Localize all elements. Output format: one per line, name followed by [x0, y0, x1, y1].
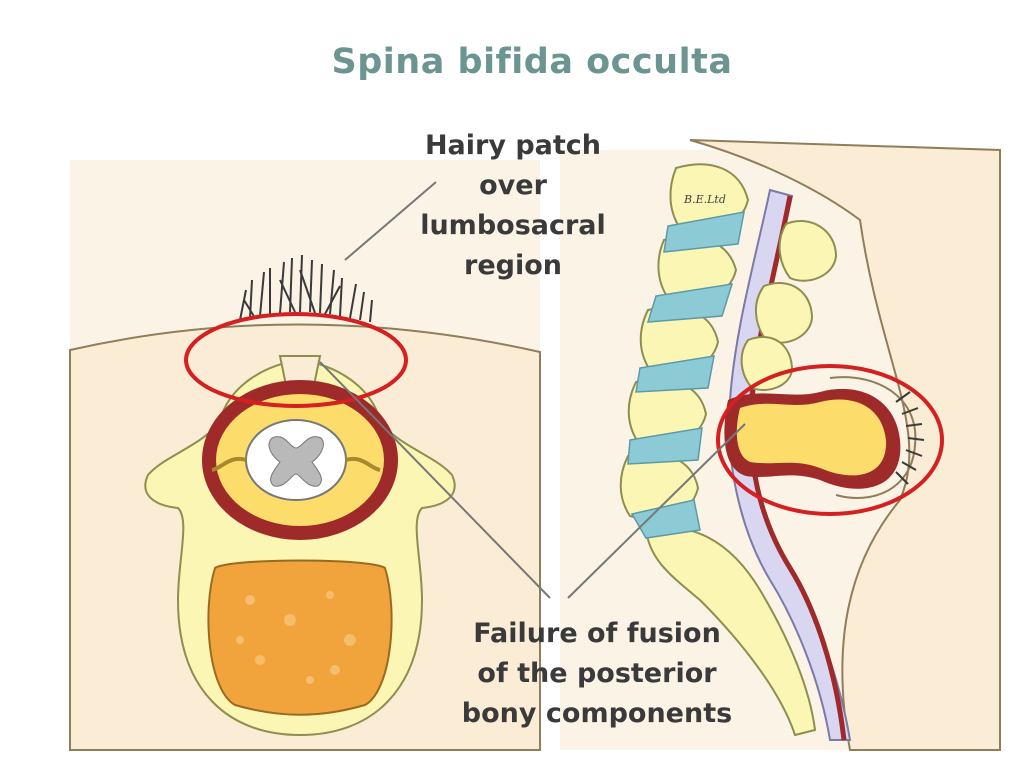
hairy-patch-label: Hairy patch over lumbosacral region [388, 126, 638, 286]
protruding-sac-inner [736, 399, 887, 476]
hair-strands [239, 254, 373, 323]
posterior-elements [740, 219, 838, 391]
highlight-ring-right [716, 364, 944, 516]
leader-line-failure-right [567, 423, 746, 599]
vertebral-body [207, 559, 393, 716]
hairy-patch-line: region [464, 250, 562, 281]
cross-section-view [69, 254, 541, 751]
vertebral-body-texture [236, 591, 356, 684]
highlight-ring-left [184, 312, 408, 408]
failure-of-fusion-line: Failure of fusion [473, 618, 721, 649]
hairy-patch-line: Hairy patch [424, 130, 602, 161]
intervertebral-discs [627, 211, 745, 539]
hair-strands-right [895, 391, 925, 485]
grey-matter [268, 436, 324, 487]
failure-of-fusion-label: Failure of fusion of the posterior bony … [432, 614, 762, 734]
credit-text: B.E.Ltd [684, 193, 726, 206]
failure-of-fusion-line: bony components [461, 698, 733, 729]
sac-skin-cover [829, 376, 917, 499]
nerve-root-left [211, 456, 247, 472]
hairy-patch-line: lumbosacral [420, 210, 606, 241]
page-title: Spina bifida occulta [331, 42, 733, 82]
failure-of-fusion-line: of the posterior [477, 658, 717, 689]
sagittal-view [619, 139, 1001, 751]
leader-line-failure-left [319, 361, 551, 599]
hairy-patch-line: over [479, 170, 547, 201]
nerve-root-right [345, 456, 381, 472]
leader-line-hairy-patch [344, 181, 437, 261]
back-skin-region [689, 139, 1001, 751]
